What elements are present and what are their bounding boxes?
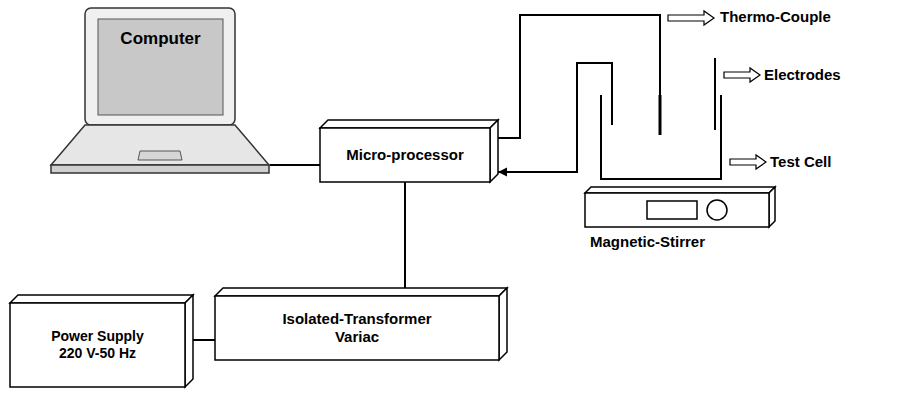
stirrer-knob (707, 200, 727, 220)
laptop-screen (98, 19, 223, 115)
laptop-keyboard (51, 125, 269, 165)
box-top-face (215, 288, 507, 296)
test-cell: Test Cell (600, 95, 722, 180)
pointer-arrow (724, 68, 760, 82)
arrow-head (498, 168, 507, 177)
node-outline (585, 187, 775, 227)
box-top-face (320, 120, 498, 128)
wire-connector (498, 63, 612, 177)
box-front-face (215, 296, 499, 360)
label-anchor: Electrodes (764, 66, 841, 84)
wire-connector (270, 165, 320, 166)
part-label: Thermo-Couple (720, 8, 831, 26)
wire-line (270, 164, 320, 166)
box-front-face (10, 303, 185, 387)
box-side-face (499, 288, 507, 360)
wire-connector (498, 15, 660, 138)
electrode-rod (714, 58, 716, 130)
box-top-face (585, 187, 775, 193)
node-text: Magnetic-Stirrer (590, 233, 705, 251)
pointer-arrow (730, 155, 766, 169)
pointer-arrow (668, 11, 714, 25)
wire-line (404, 182, 406, 288)
box-side-face (490, 120, 498, 182)
node-text: Isolated-Transformer Variac (267, 310, 447, 346)
box-side-face (769, 187, 775, 227)
node-text: Micro-processor (346, 146, 464, 164)
laptop-lid (85, 8, 235, 125)
node-text: Power Supply 220 V-50 Hz (43, 328, 153, 362)
box-side-face (185, 295, 193, 387)
wire-connector (405, 182, 406, 288)
power-supply-box: Power Supply 220 V-50 Hz (10, 295, 193, 387)
label-anchor: Thermo-Couple (720, 8, 831, 26)
transformer-box: Isolated-Transformer Variac (215, 288, 507, 360)
laptop-base (51, 165, 269, 173)
wire-line (498, 63, 612, 172)
processor-box: Micro-processor (320, 120, 498, 182)
computer-node: Computer (45, 5, 270, 177)
box-top-face (10, 295, 193, 303)
wire-connector (193, 340, 215, 341)
part-label: Electrodes (764, 66, 841, 84)
node-text: Computer (120, 29, 200, 49)
laptop-touchpad (138, 151, 182, 160)
box-front-face (585, 193, 769, 227)
stirrer-box: Magnetic-Stirrer (585, 187, 775, 227)
box-front-face (320, 128, 490, 182)
wire-line (498, 15, 660, 138)
stirrer-display (647, 201, 697, 219)
electrode-rod (611, 95, 613, 125)
node-text: Test Cell (770, 153, 831, 171)
thermocouple-probe (659, 95, 662, 135)
beaker-outline (601, 95, 721, 179)
wire-line (193, 339, 215, 341)
node-outline (600, 95, 722, 180)
